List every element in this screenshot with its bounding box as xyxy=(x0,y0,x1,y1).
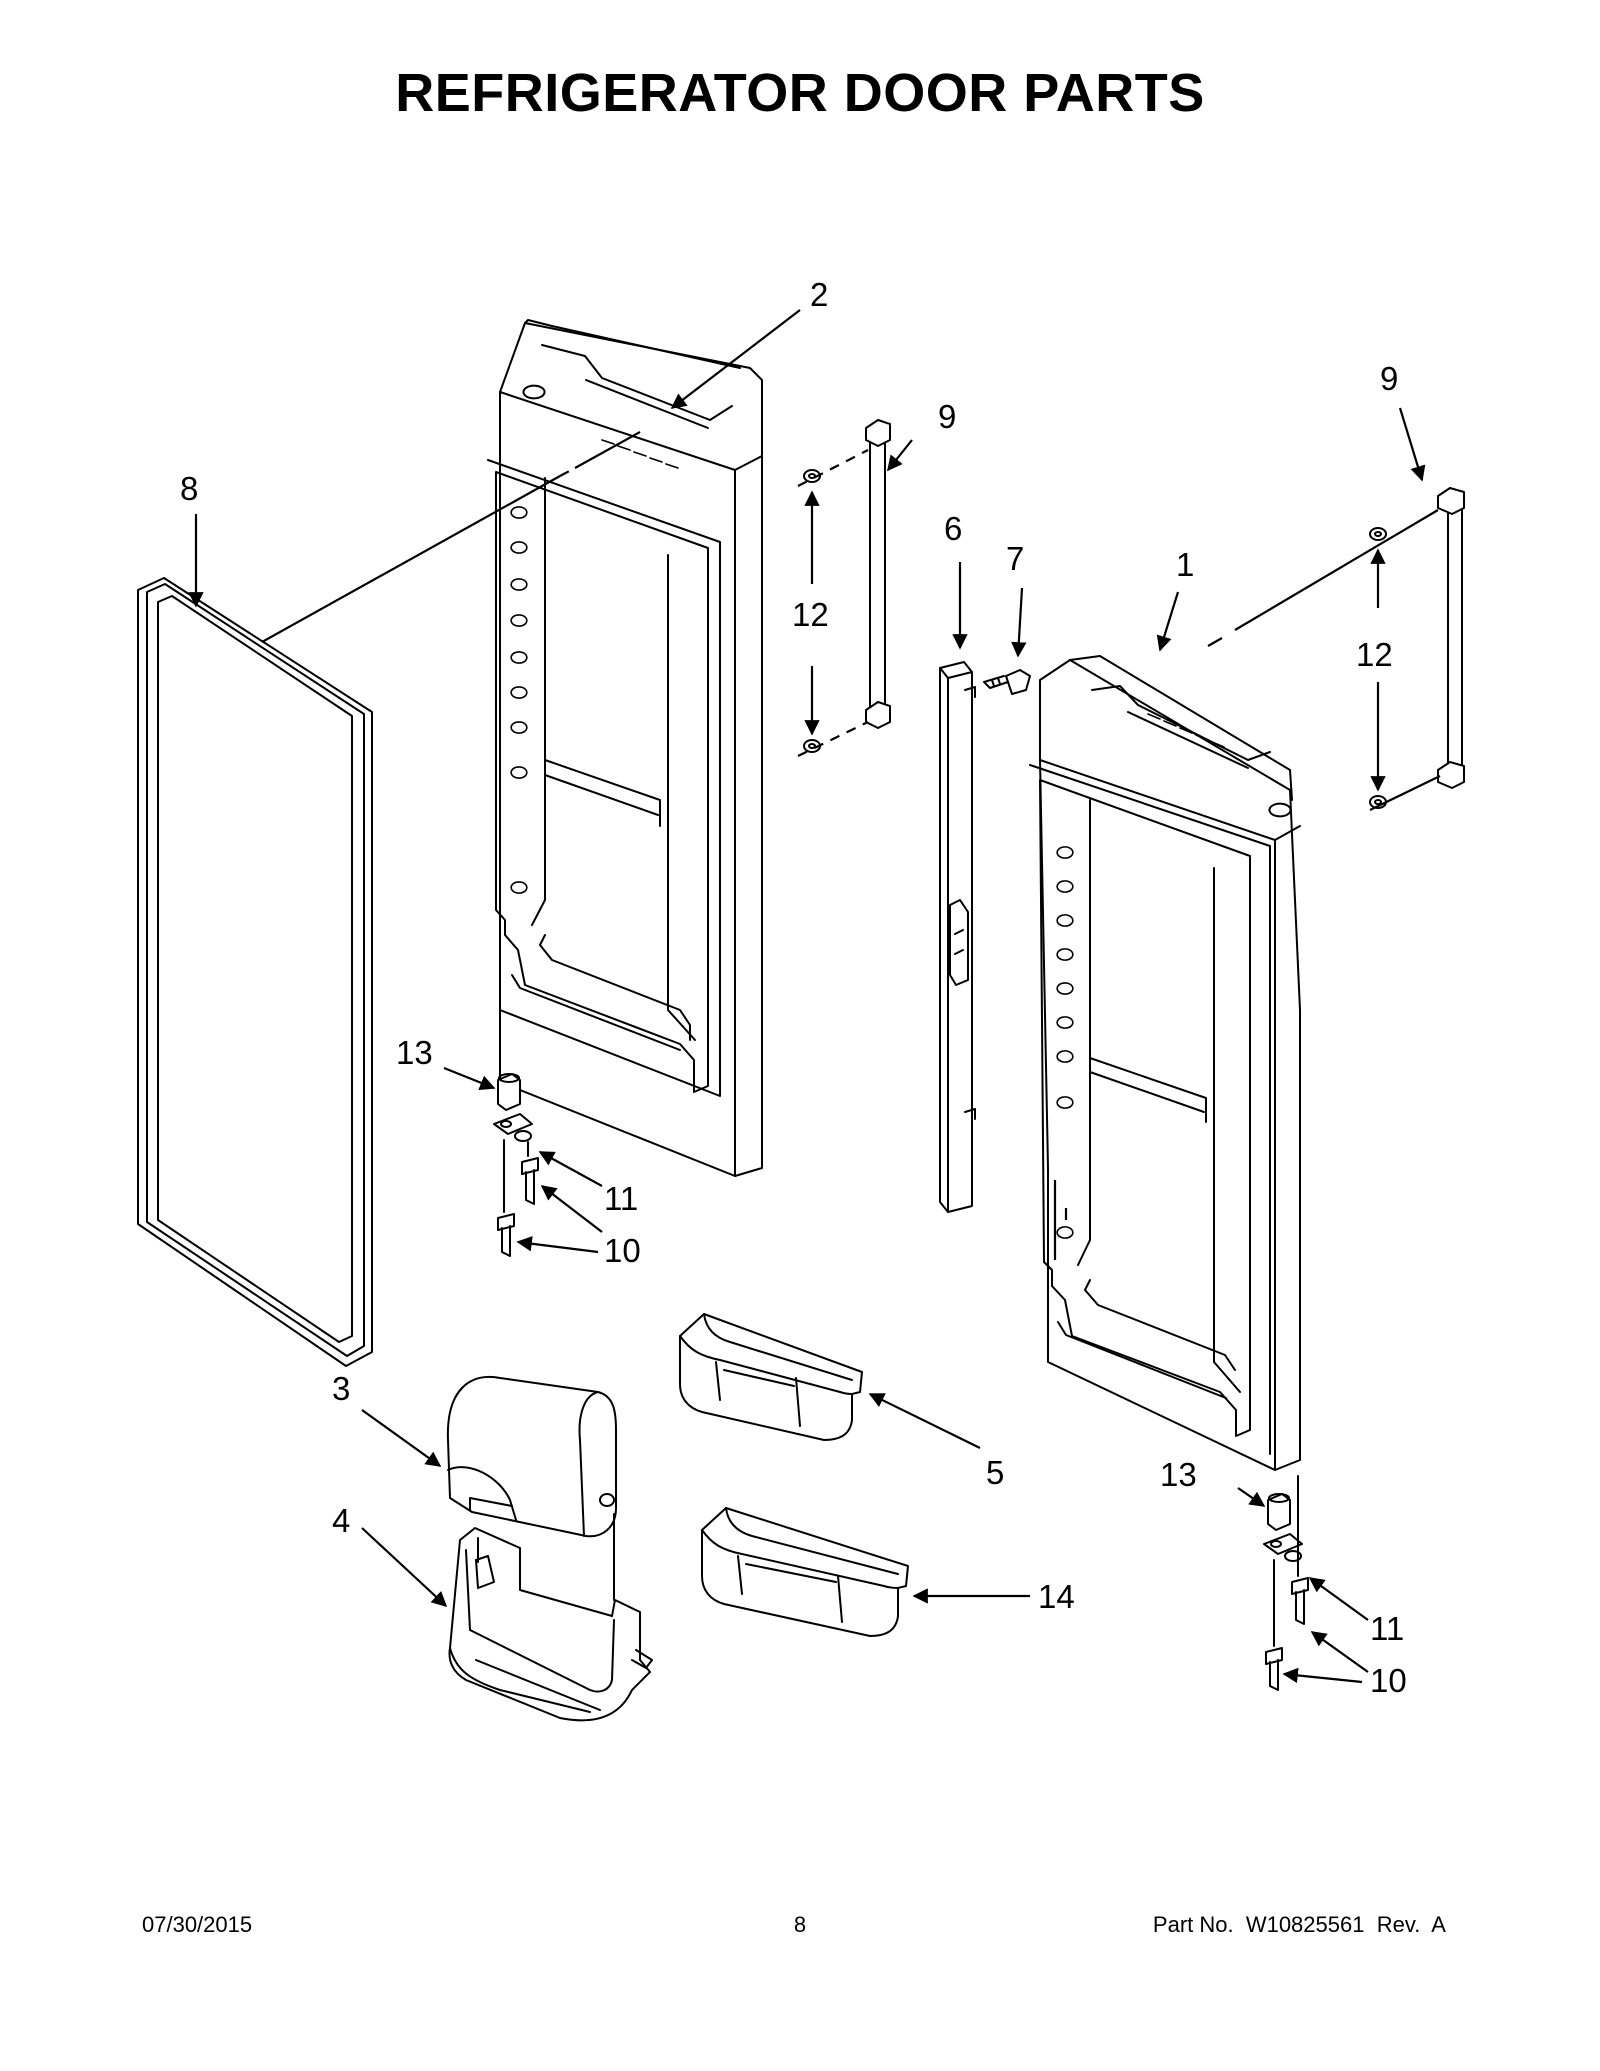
callout-5: 5 xyxy=(986,1454,1004,1491)
callout-13-right: 13 xyxy=(1160,1456,1197,1493)
callout-2: 2 xyxy=(810,276,828,313)
upper-door-bin xyxy=(679,1313,863,1441)
callout-7: 7 xyxy=(1006,540,1024,577)
callout-10-right: 10 xyxy=(1370,1662,1407,1699)
right-hinge-pin-and-screws xyxy=(1263,1475,1309,1691)
callout-12-right: 12 xyxy=(1356,636,1393,673)
callout-4: 4 xyxy=(332,1502,350,1539)
callout-1: 1 xyxy=(1176,546,1194,583)
callout-3: 3 xyxy=(332,1370,350,1407)
callout-14: 14 xyxy=(1038,1578,1075,1615)
callout-6: 6 xyxy=(944,510,962,547)
mullion-screw xyxy=(983,669,1031,695)
leader-lines xyxy=(188,309,1441,1684)
page-title: REFRIGERATOR DOOR PARTS xyxy=(395,63,1205,123)
center-mullion xyxy=(939,661,976,1213)
callout-10-left: 10 xyxy=(604,1232,641,1269)
callout-12-left: 12 xyxy=(792,596,829,633)
door-gasket xyxy=(137,577,373,1367)
callout-11-left: 11 xyxy=(604,1180,638,1217)
footer-date: 07/30/2015 xyxy=(142,1912,253,1937)
dairy-bin xyxy=(448,1513,653,1722)
left-hinge-pin-and-screws xyxy=(493,1073,539,1257)
callout-9-left: 9 xyxy=(938,398,956,435)
footer-part-number: Part No. W10825561 Rev. A xyxy=(1152,1912,1446,1937)
lower-door-bin xyxy=(701,1507,909,1637)
left-door-liner xyxy=(487,319,763,1177)
callout-8: 8 xyxy=(180,470,198,507)
right-door-liner xyxy=(1029,655,1301,1471)
callout-11-right: 11 xyxy=(1370,1610,1404,1647)
left-door-hinge-bar xyxy=(865,419,891,729)
right-door-hinge-bar xyxy=(1437,487,1465,789)
dairy-compartment-door xyxy=(446,1375,617,1538)
callout-13-left: 13 xyxy=(396,1034,433,1071)
footer-page-number: 8 xyxy=(793,1912,807,1937)
callout-labels: 8 2 9 9 6 7 1 12 12 13 13 11 10 11 10 3 … xyxy=(180,276,1407,1699)
callout-9-right: 9 xyxy=(1380,360,1398,397)
